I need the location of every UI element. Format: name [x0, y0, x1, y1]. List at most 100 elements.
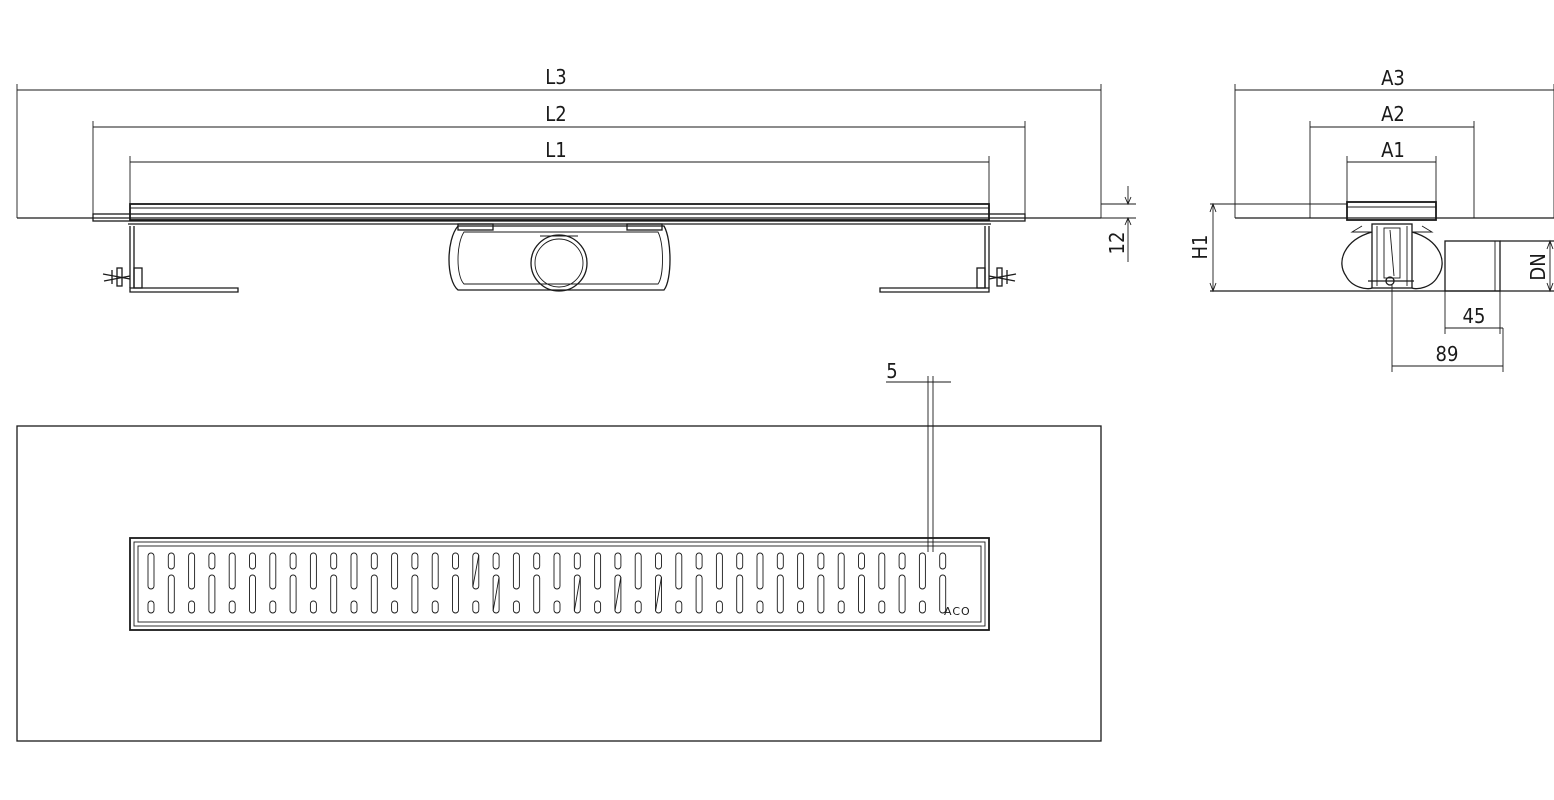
grate-slot — [695, 552, 703, 570]
grate-slot — [553, 552, 561, 590]
grate-slot — [655, 574, 662, 614]
grate-slot — [675, 600, 683, 614]
grate-slot — [634, 600, 642, 614]
grate-slot — [411, 574, 419, 614]
grate-slot — [634, 552, 642, 590]
dimension-label-l3: L3 — [545, 65, 566, 89]
grate-slot — [939, 552, 947, 570]
plan-view: 5 ACO — [16, 359, 1102, 742]
grate-slot — [553, 600, 561, 614]
grate-slot — [858, 574, 865, 614]
grate-slot — [817, 574, 825, 614]
side-section-view: A3 A2 A1 H1 — [1188, 66, 1554, 372]
grate-slot — [472, 552, 480, 590]
grate-slot — [431, 552, 439, 590]
dimension-label-5: 5 — [886, 359, 897, 383]
grate-slot — [167, 552, 175, 570]
grate-slot — [614, 574, 622, 614]
grate-slot — [533, 552, 541, 570]
grate-slot — [797, 552, 805, 590]
grate-slot — [167, 574, 175, 614]
grate-slot — [431, 600, 439, 614]
grate-slot — [655, 552, 662, 570]
grate-slot — [289, 552, 297, 570]
grate-slot — [391, 552, 399, 590]
grate-slot — [512, 600, 520, 614]
dimension-label-89: 89 — [1436, 342, 1459, 366]
grate-slot — [492, 574, 500, 614]
grate-slot — [370, 574, 378, 614]
grate-slot — [330, 552, 338, 570]
grate-slot — [249, 574, 256, 614]
slot-hatch — [472, 554, 480, 588]
grate-slot — [776, 574, 784, 614]
dimension-label-a1: A1 — [1381, 138, 1405, 162]
front-elevation-view: L3 L2 L1 — [16, 65, 1136, 293]
grate-slot — [188, 600, 196, 614]
grate-slot — [411, 552, 419, 570]
dimension-label-a3: A3 — [1381, 66, 1405, 90]
grate-slot — [837, 600, 845, 614]
grate-slot — [695, 574, 703, 614]
grate-slot — [797, 600, 805, 614]
grate-slot — [878, 552, 886, 590]
slot-hatch — [492, 576, 500, 612]
grate-slot — [147, 552, 155, 590]
grate-slot — [350, 552, 358, 590]
grate-slot — [330, 574, 338, 614]
grate-slot — [228, 600, 236, 614]
plan-outer-frame — [16, 425, 1102, 742]
grate-plan — [129, 537, 990, 631]
dimension-label-h1: H1 — [1188, 235, 1212, 260]
dimension-label-l1: L1 — [545, 138, 566, 162]
grate-slot — [208, 552, 216, 570]
grate-slot — [817, 552, 825, 570]
grate-slot — [492, 552, 500, 570]
grate-slot — [269, 552, 277, 590]
slot-hatch — [573, 576, 581, 612]
grate-slot — [736, 574, 744, 614]
grate-slot — [249, 552, 256, 570]
grate-slot — [147, 600, 155, 614]
grate-slot — [594, 600, 602, 614]
side-outlet-pipe — [1444, 240, 1501, 292]
grate-slot — [918, 552, 926, 590]
grate-slot — [269, 600, 277, 614]
grate-slot — [756, 600, 764, 614]
grate-slot — [472, 600, 480, 614]
grate-slot — [898, 574, 906, 614]
grate-slot — [715, 600, 723, 614]
slot-hatch — [614, 576, 622, 612]
grate-slot — [391, 600, 399, 614]
dimension-label-l2: L2 — [545, 102, 566, 126]
outlet-pipe — [530, 234, 588, 292]
grate-slot — [512, 552, 520, 590]
grate-slot — [208, 574, 216, 614]
grate-slot — [614, 552, 622, 570]
grate-slot — [228, 552, 236, 590]
dimension-label-12: 12 — [1105, 232, 1129, 255]
grate-slot — [309, 552, 317, 590]
grate-slot — [898, 552, 906, 570]
grate-profile — [129, 203, 990, 221]
grate-slot — [594, 552, 602, 590]
grate-slot — [370, 552, 378, 570]
grate-slot — [756, 552, 764, 590]
grate-slot — [736, 552, 744, 570]
grate-slot — [715, 552, 723, 590]
grate-slot — [573, 552, 581, 570]
grate-slot — [573, 574, 581, 614]
grate-slot — [939, 574, 947, 614]
dimension-label-a2: A2 — [1381, 102, 1405, 126]
grate-slot — [878, 600, 886, 614]
grate-slot — [188, 552, 196, 590]
grate-slot — [918, 600, 926, 614]
grate-slot — [533, 574, 541, 614]
slot-hatch — [655, 576, 662, 612]
grate-slot — [858, 552, 865, 570]
grate-logo: ACO — [944, 605, 971, 618]
grate-slot — [350, 600, 358, 614]
grate-slot — [289, 574, 297, 614]
dimension-label-dn: DN — [1526, 253, 1550, 280]
